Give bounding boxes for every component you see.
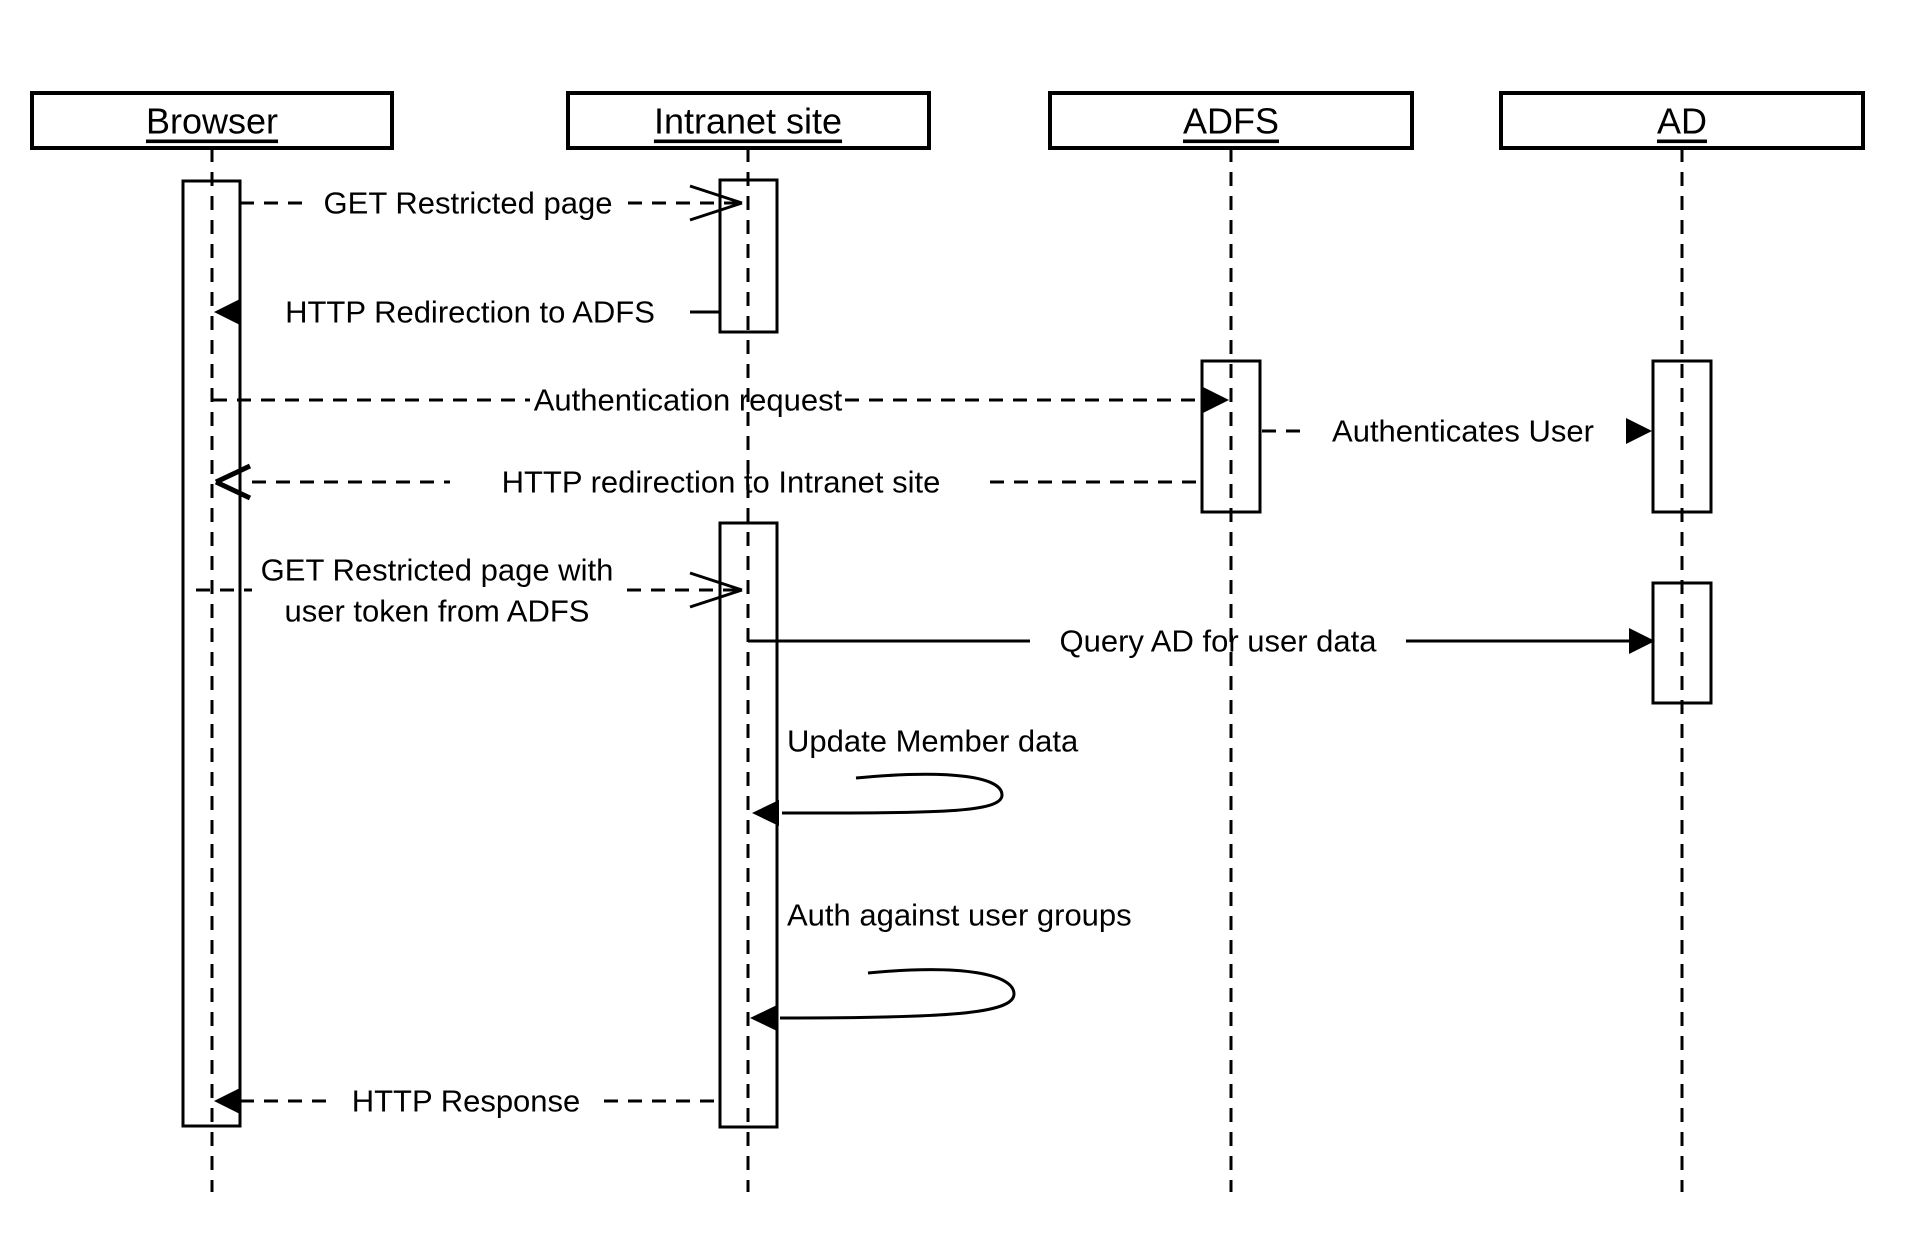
actor-label-browser: Browser [146,101,278,142]
self-message-auth-against-user-groups: Auth against user groups [750,898,1132,1031]
message-query-ad-for-user-data: Query AD for user data [748,624,1655,659]
message-get-restricted-page-with-token: GET Restricted page with user token from… [196,553,743,629]
actor-ad: AD [1499,91,1865,150]
actor-adfs: ADFS [1048,91,1414,150]
message-label: Query AD for user data [1059,624,1377,659]
message-http-redirection-to-intranet-site: HTTP redirection to Intranet site [214,463,1202,501]
actor-intranet-site: Intranet site [566,91,931,150]
message-get-restricted-page: GET Restricted page [240,184,743,222]
filled-arrowhead-icon [750,1005,777,1031]
message-label: HTTP Response [352,1084,581,1119]
actor-label-ad: AD [1657,101,1707,142]
message-label: HTTP redirection to Intranet site [502,465,941,500]
message-http-redirection-to-adfs: HTTP Redirection to ADFS [214,295,720,330]
message-authenticates-user: Authenticates User [1262,414,1652,449]
filled-arrowhead-icon [752,800,779,826]
actor-box-ad [1499,91,1865,150]
open-arrowhead-icon [689,571,743,609]
self-loop-arc [779,968,1016,1020]
message-authentication-request: Authentication request [213,383,1229,418]
message-label-line-1: GET Restricted page with [261,553,614,588]
message-http-response: HTTP Response [214,1084,719,1119]
lifelines [210,148,1684,1192]
message-label: Update Member data [787,724,1079,759]
filled-arrowhead-icon [1203,387,1229,413]
message-label: HTTP Redirection to ADFS [285,295,655,330]
filled-arrowhead-icon [1629,628,1655,654]
actor-browser: Browser [30,91,394,150]
actor-label-adfs: ADFS [1183,101,1279,142]
message-label: Authenticates User [1332,414,1594,449]
filled-arrowhead-icon [1626,418,1652,444]
message-label-line-2: user token from ADFS [285,594,590,629]
self-message-update-member-data: Update Member data [752,724,1079,826]
open-chevron-arrowhead-icon [214,463,252,501]
open-arrowhead-icon [689,184,743,222]
message-label: Auth against user groups [787,898,1132,933]
message-label: Authentication request [534,383,843,418]
filled-arrowhead-icon [214,1088,240,1114]
message-label: GET Restricted page [324,186,613,221]
actor-label-intranet-site: Intranet site [654,101,842,142]
filled-arrowhead-icon [214,299,240,325]
self-loop-arc [781,772,1004,815]
